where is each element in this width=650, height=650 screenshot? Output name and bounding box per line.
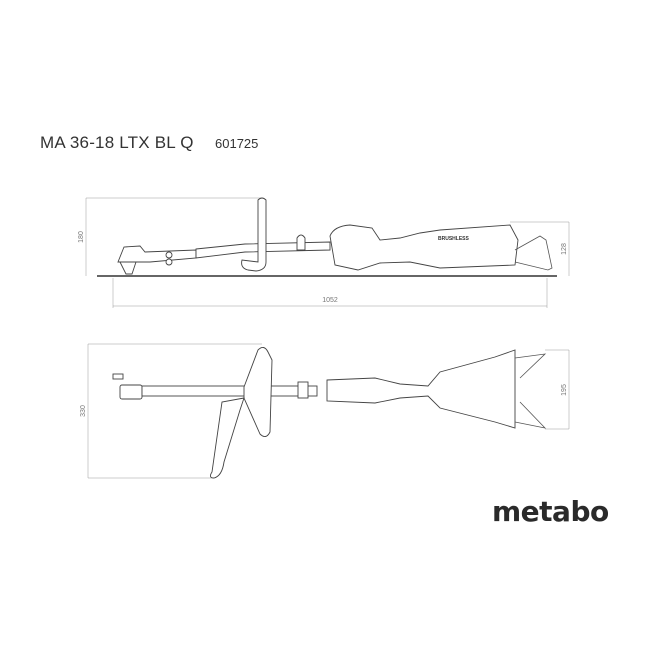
dim-length-1052: 1052 bbox=[322, 297, 338, 304]
dim-height-128: 128 bbox=[561, 243, 568, 255]
dim-width-330: 330 bbox=[80, 405, 87, 417]
dim-height-180: 180 bbox=[78, 231, 85, 243]
metabo-logo: metabo bbox=[492, 495, 609, 528]
top-view: 330 195 bbox=[80, 343, 570, 479]
brushless-label: BRUSHLESS bbox=[438, 236, 470, 242]
model-title: MA 36-18 LTX BL Q bbox=[40, 133, 194, 152]
article-number: 601725 bbox=[215, 136, 259, 151]
side-view: 180 128 1052 BRUSHLESS bbox=[78, 197, 570, 308]
dim-width-195: 195 bbox=[561, 384, 568, 396]
